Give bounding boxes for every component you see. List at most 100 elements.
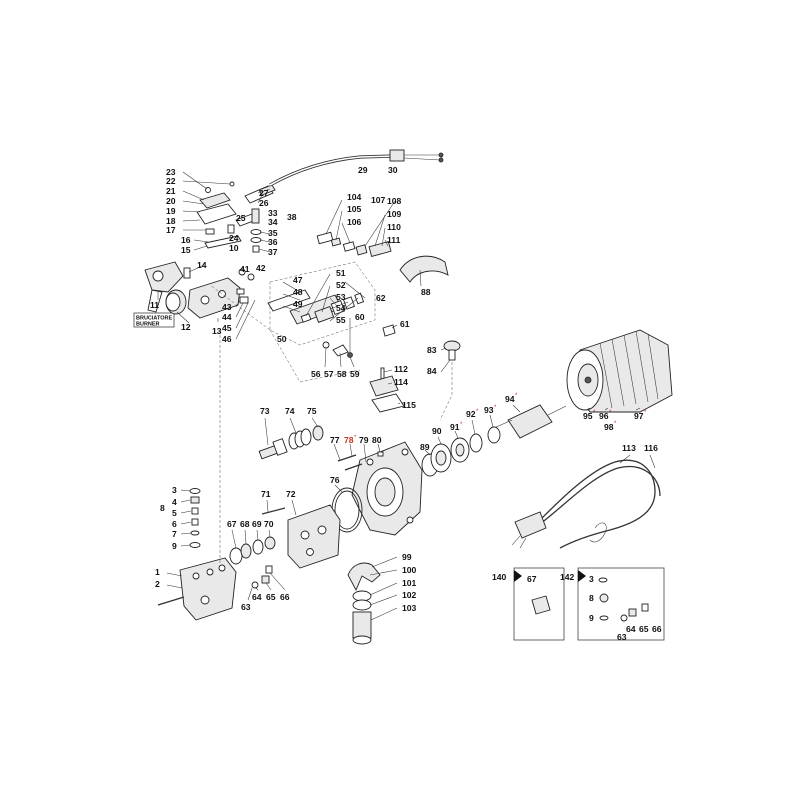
- label-91: 91: [450, 422, 460, 432]
- label-11: 11: [150, 300, 159, 310]
- label-67: 67: [227, 519, 237, 529]
- label-box-140: 140: [492, 572, 507, 582]
- spring-17: [205, 228, 215, 235]
- spray-gun-11: [144, 261, 184, 313]
- label-94: 94: [505, 394, 515, 404]
- label-19: 19: [166, 206, 176, 216]
- label-93: 93: [484, 405, 494, 415]
- label-97: 97: [634, 411, 644, 421]
- label-98: 98: [604, 422, 614, 432]
- label-55: 55: [336, 315, 346, 325]
- valves-3-9: [189, 488, 201, 548]
- valve-cover: [196, 203, 237, 225]
- asterisk-91: *: [460, 422, 463, 428]
- label-30: 30: [388, 165, 398, 175]
- leader-lines: [157, 171, 656, 621]
- screw-14: [183, 267, 191, 279]
- nut-41: [238, 268, 246, 276]
- label-78: 78: [344, 435, 354, 445]
- label-35: 35: [268, 228, 278, 238]
- label-48: 48: [293, 287, 303, 297]
- label-box142-63: 63: [617, 632, 627, 642]
- asterisk-98: *: [614, 421, 617, 427]
- label-84: 84: [427, 366, 437, 376]
- label-62: 62: [376, 293, 386, 303]
- label-105: 105: [347, 204, 362, 214]
- label-10: 10: [229, 243, 239, 253]
- label-107: 107: [371, 195, 386, 205]
- label-68: 68: [240, 519, 250, 529]
- label-12: 12: [181, 322, 191, 332]
- parts-83-84: [439, 340, 461, 421]
- label-9: 9: [172, 541, 177, 551]
- label-4: 4: [172, 497, 177, 507]
- label-69: 69: [252, 519, 262, 529]
- label-50: 50: [277, 334, 287, 344]
- label-64: 64: [252, 592, 262, 602]
- label-23: 23: [166, 167, 176, 177]
- label-109: 109: [387, 209, 402, 219]
- label-99: 99: [402, 552, 412, 562]
- oring-44: [239, 296, 249, 304]
- label-75: 75: [307, 406, 317, 416]
- label-58: 58: [337, 369, 347, 379]
- label-51: 51: [336, 268, 346, 278]
- label-20: 20: [166, 196, 176, 206]
- nut-61: [382, 324, 396, 337]
- valve-cap: [199, 192, 231, 209]
- plug: [514, 511, 547, 539]
- elbow-99-103: [347, 562, 381, 645]
- label-25: 25: [236, 213, 246, 223]
- label-47: 47: [293, 275, 303, 285]
- label-15: 15: [181, 245, 191, 255]
- burner-label-box: BRUCIATORE BURNER: [133, 312, 175, 328]
- pump-head-72: [261, 504, 341, 569]
- kit-box-142: [577, 567, 665, 641]
- asterisk-92: *: [476, 409, 479, 415]
- valve-body-13: [183, 267, 255, 319]
- kit-box-140: [513, 567, 565, 641]
- screws-77-80: [337, 451, 384, 471]
- label-46: 46: [222, 334, 232, 344]
- plate-15: [204, 235, 242, 249]
- label-29: 29: [358, 165, 368, 175]
- label-52: 52: [336, 280, 346, 290]
- label-103: 103: [402, 603, 417, 613]
- label-13: 13: [212, 326, 222, 336]
- seat-37: [252, 245, 260, 253]
- pressure-gauge-12: [165, 289, 187, 315]
- label-53: 53: [336, 292, 346, 302]
- label-36: 36: [268, 237, 278, 247]
- bearings-89-93: [421, 426, 501, 477]
- label-71: 71: [261, 489, 271, 499]
- label-72: 72: [286, 489, 296, 499]
- assembly-axis-top: [209, 284, 271, 331]
- label-101: 101: [402, 578, 417, 588]
- label-1: 1: [155, 567, 160, 577]
- label-box140-67: 67: [527, 574, 537, 584]
- label-77: 77: [330, 435, 340, 445]
- label-8: 8: [160, 503, 165, 513]
- label-76: 76: [330, 475, 340, 485]
- label-box142-9: 9: [589, 613, 594, 623]
- label-115: 115: [402, 400, 416, 410]
- label-56: 56: [311, 369, 321, 379]
- label-80: 80: [372, 435, 382, 445]
- asterisk-97: *: [644, 410, 647, 416]
- label-89: 89: [420, 442, 430, 452]
- label-42: 42: [256, 263, 266, 273]
- label-54: 54: [336, 303, 346, 313]
- asterisk-78: *: [354, 435, 357, 441]
- pistons-73-75: [258, 425, 324, 460]
- asterisk-93: *: [494, 405, 497, 411]
- label-60: 60: [355, 312, 365, 322]
- label-3: 3: [172, 485, 177, 495]
- seals-67-70: [229, 536, 276, 565]
- asterisk-96: *: [609, 410, 612, 416]
- label-16: 16: [181, 235, 191, 245]
- label-box-142: 142: [560, 572, 575, 582]
- label-114: 114: [394, 377, 408, 387]
- label-92: 92: [466, 409, 476, 419]
- label-73: 73: [260, 406, 270, 416]
- label-37: 37: [268, 247, 278, 257]
